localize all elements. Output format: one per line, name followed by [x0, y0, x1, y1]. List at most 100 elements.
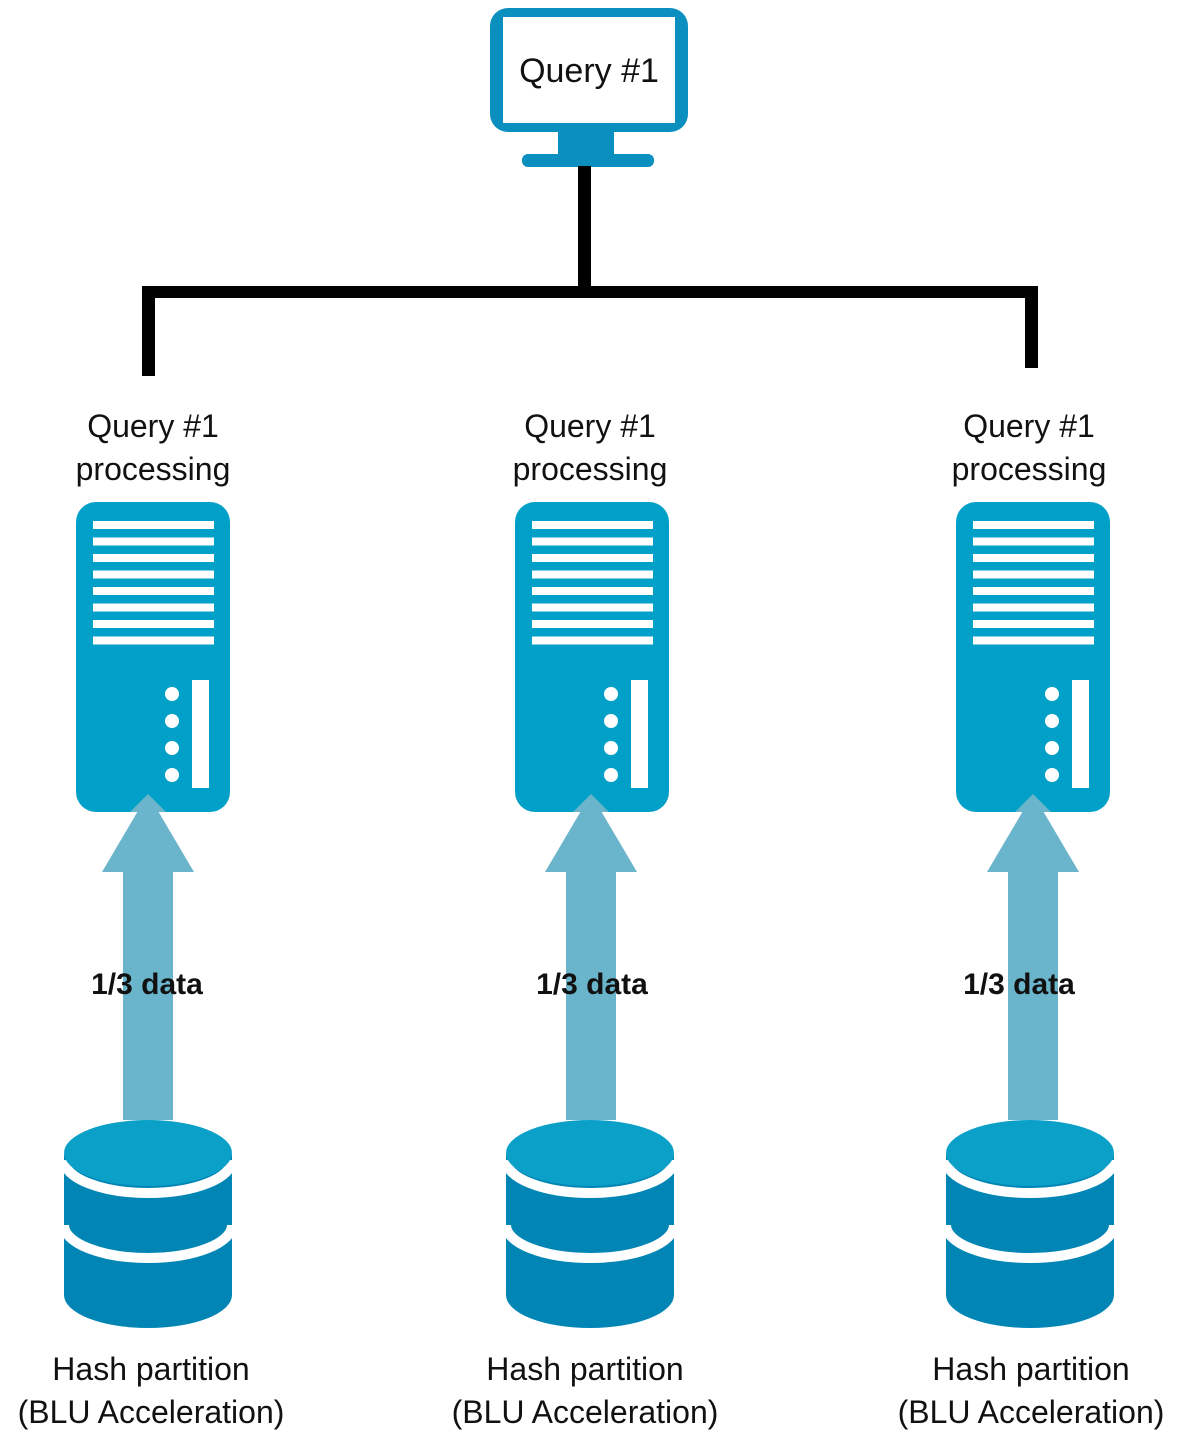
- db-ring: [941, 1224, 1119, 1263]
- arrow-shaft: [1008, 870, 1058, 1120]
- server-led: [165, 714, 179, 728]
- server-led: [604, 768, 618, 782]
- db-ring: [59, 1224, 237, 1263]
- server-led: [165, 768, 179, 782]
- server-vent: [93, 570, 214, 579]
- node-label-line2: processing: [75, 451, 231, 487]
- arrow-shaft: [566, 870, 616, 1120]
- server-vent: [973, 570, 1094, 579]
- server-vent: [93, 603, 214, 612]
- server-icon: [956, 502, 1110, 812]
- node-label-2: Query #1 processing: [460, 405, 720, 491]
- connector-bus: [142, 286, 1038, 298]
- node-label-line1: Query #1: [524, 408, 656, 444]
- db-ring: [941, 1159, 1119, 1198]
- db-ring: [59, 1159, 237, 1198]
- server-vent: [973, 587, 1094, 595]
- db-label-line1: Hash partition: [52, 1351, 250, 1387]
- server-led: [1045, 741, 1059, 755]
- arrow-label-1: 1/3 data: [91, 968, 203, 1001]
- server-vent: [93, 554, 214, 562]
- server-icon: [515, 502, 669, 812]
- arrow-head: [102, 794, 194, 872]
- database-icon: [59, 1120, 237, 1328]
- monitor-icon: [490, 8, 688, 167]
- connector-drop-1: [142, 286, 155, 376]
- arrow-tip: [573, 794, 609, 812]
- db-label-line2: (BLU Acceleration): [17, 1394, 285, 1430]
- server-drive-bay: [1072, 680, 1089, 788]
- server-vent: [973, 521, 1094, 529]
- arrow-head: [987, 794, 1079, 872]
- database-icon: [501, 1120, 679, 1328]
- server-vent: [532, 587, 653, 595]
- db-label-line2: (BLU Acceleration): [451, 1394, 719, 1430]
- db-label-line2: (BLU Acceleration): [897, 1394, 1165, 1430]
- db-body: [946, 1155, 1114, 1328]
- server-vent: [93, 620, 214, 628]
- arrow-tip: [130, 794, 166, 812]
- server-drive-bay: [631, 680, 648, 788]
- node-label-line2: processing: [512, 451, 668, 487]
- server-led: [604, 714, 618, 728]
- server-drive-bay: [192, 680, 209, 788]
- database-icon: [941, 1120, 1119, 1328]
- arrow-head: [545, 794, 637, 872]
- server-vent: [532, 537, 653, 546]
- db-body: [506, 1155, 674, 1328]
- server-led: [604, 741, 618, 755]
- server-vent: [973, 537, 1094, 546]
- server-vent: [93, 537, 214, 546]
- up-arrow-icon: [545, 794, 637, 1120]
- arrow-tip: [1015, 794, 1051, 812]
- server-icon: [76, 502, 230, 812]
- server-vent: [93, 636, 214, 645]
- server-vent: [532, 636, 653, 645]
- db-ring: [501, 1159, 679, 1198]
- connector-trunk: [578, 166, 591, 292]
- arrow-label-2: 1/3 data: [536, 968, 648, 1001]
- server-vent: [973, 554, 1094, 562]
- server-led: [165, 741, 179, 755]
- node-label-line2: processing: [951, 451, 1107, 487]
- node-label-3: Query #1 processing: [899, 405, 1159, 491]
- connector-lines: [142, 166, 1038, 376]
- server-body: [956, 502, 1110, 812]
- db-label-3: Hash partition (BLU Acceleration): [866, 1348, 1181, 1434]
- client-label: Query #1: [519, 52, 659, 90]
- server-vent: [973, 620, 1094, 628]
- up-arrow-icon: [987, 794, 1079, 1120]
- db-label-line1: Hash partition: [932, 1351, 1130, 1387]
- server-vent: [973, 603, 1094, 612]
- server-led: [1045, 714, 1059, 728]
- server-vent: [532, 603, 653, 612]
- server-vent: [93, 521, 214, 529]
- db-label-line1: Hash partition: [486, 1351, 684, 1387]
- db-top: [946, 1120, 1114, 1186]
- server-vent: [532, 620, 653, 628]
- server-led: [1045, 687, 1059, 701]
- server-led: [165, 687, 179, 701]
- connector-drop-3: [1025, 286, 1038, 368]
- arrow-shaft: [123, 870, 173, 1120]
- db-ring: [501, 1224, 679, 1263]
- up-arrow-icon: [102, 794, 194, 1120]
- server-vent: [532, 570, 653, 579]
- db-label-1: Hash partition (BLU Acceleration): [0, 1348, 316, 1434]
- server-body: [515, 502, 669, 812]
- arrow-label-3: 1/3 data: [963, 968, 1075, 1001]
- node-label-line1: Query #1: [963, 408, 1095, 444]
- server-vent: [532, 521, 653, 529]
- server-led: [604, 687, 618, 701]
- server-body: [76, 502, 230, 812]
- db-label-2: Hash partition (BLU Acceleration): [420, 1348, 750, 1434]
- db-top: [506, 1120, 674, 1186]
- server-vent: [532, 554, 653, 562]
- server-vent: [973, 636, 1094, 645]
- node-label-line1: Query #1: [87, 408, 219, 444]
- server-vent: [93, 587, 214, 595]
- server-led: [1045, 768, 1059, 782]
- db-top: [64, 1120, 232, 1186]
- node-label-1: Query #1 processing: [23, 405, 283, 491]
